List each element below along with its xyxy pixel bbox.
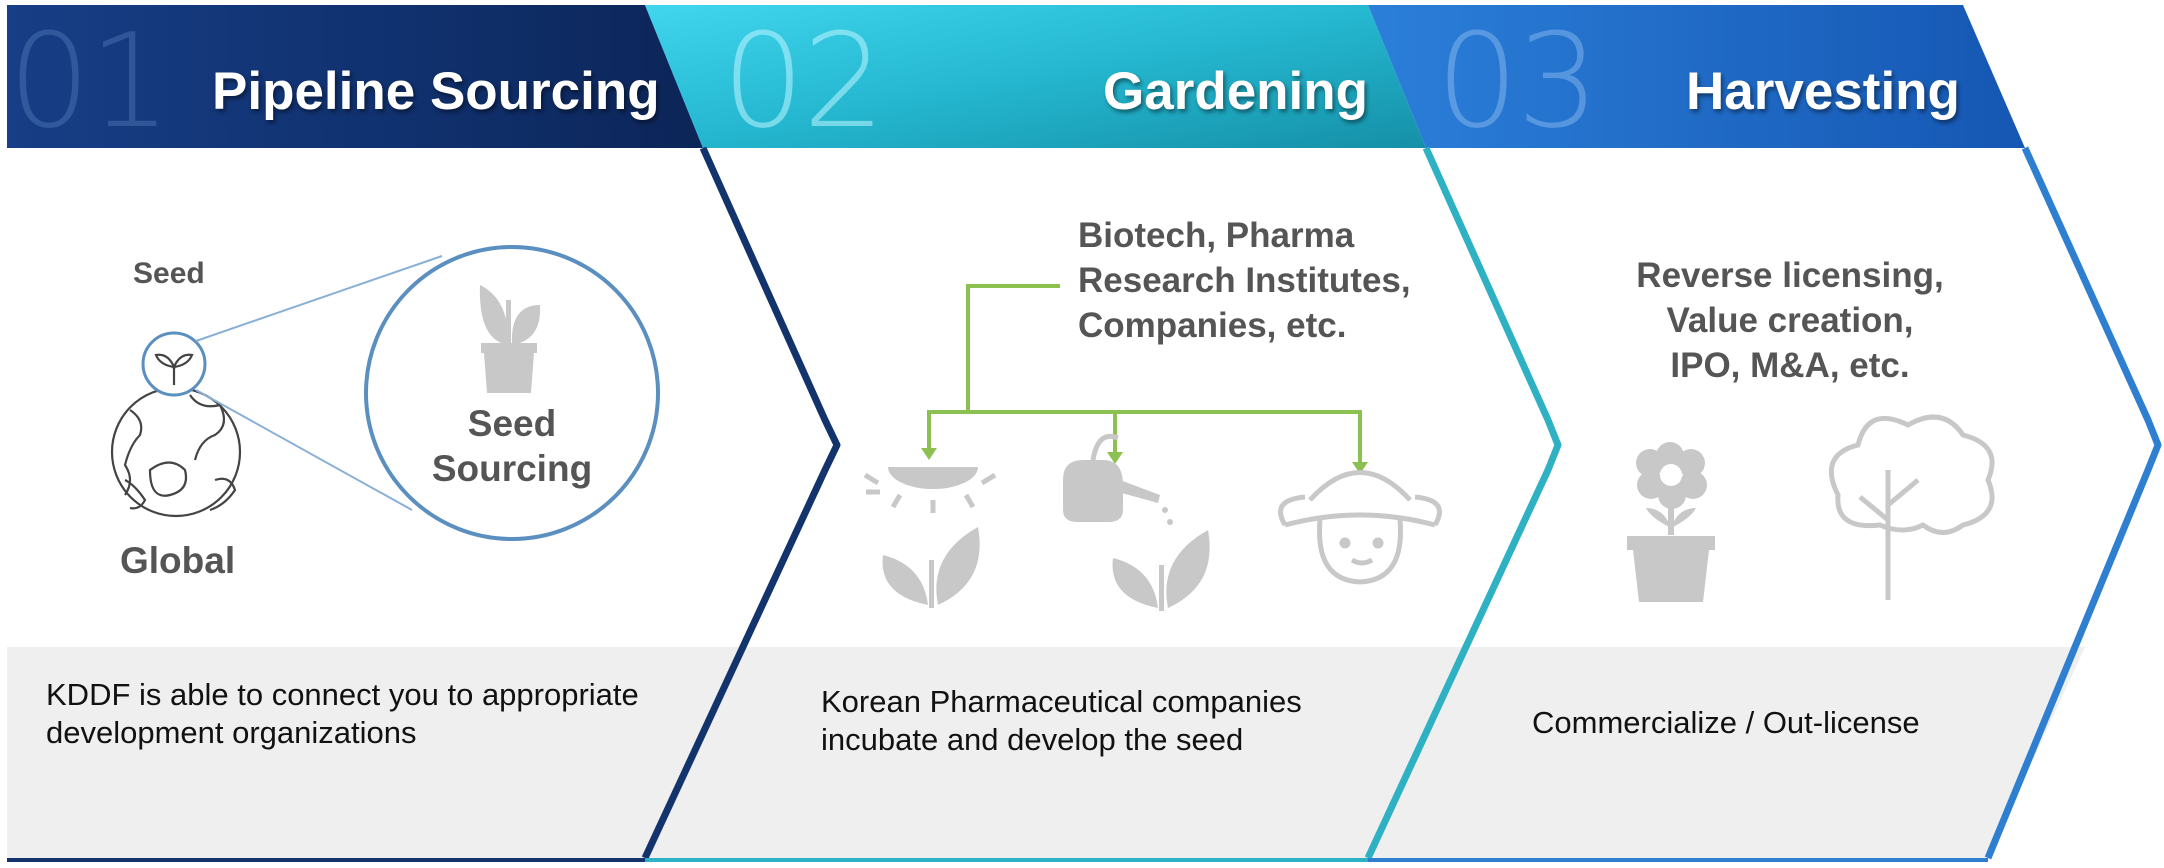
stage1-number: 01 <box>8 5 171 157</box>
stage3-number: 03 <box>1436 5 1599 157</box>
seed-sourcing-circle <box>364 245 660 541</box>
outcomes-line1: Reverse licensing, <box>1636 256 1944 295</box>
stage2-number: 02 <box>722 5 885 157</box>
magnifier-lines <box>195 255 443 511</box>
stage3-description-panel <box>1368 647 2085 858</box>
tree-icon <box>1828 414 1995 600</box>
potted-plant-icon <box>479 285 541 393</box>
sprout-icon <box>154 353 194 385</box>
stage1-title: Pipeline Sourcing <box>212 62 660 121</box>
stage1-header-band <box>7 5 703 148</box>
stage1-description-panel <box>7 647 748 858</box>
stage3-description-line1: Commercialize / Out-license <box>1532 705 1920 740</box>
flower-pot-icon <box>1627 442 1715 602</box>
seed-circle <box>141 331 207 397</box>
stage2-header-band <box>645 5 1426 148</box>
stage3-header-band <box>1368 5 2025 148</box>
stage2-description-line2: incubate and develop the seed <box>821 722 1244 757</box>
stage2-chevron-border <box>1364 146 1562 860</box>
partners-line2: Research Institutes, <box>1078 261 1411 300</box>
partners-line1: Biotech, Pharma <box>1078 216 1355 255</box>
partners-line3: Companies, etc. <box>1078 306 1347 345</box>
stage1-description-line2: development organizations <box>46 715 417 750</box>
sun-plant-icon <box>863 467 997 608</box>
global-label: Global <box>120 540 236 581</box>
stage2-description-panel <box>645 647 1471 858</box>
connector-arrowheads <box>921 448 1368 474</box>
stage3-title: Harvesting <box>1686 62 1960 121</box>
watering-plant-icon <box>1063 433 1210 611</box>
outcomes-line3: IPO, M&A, etc. <box>1670 346 1910 385</box>
globe-icon <box>110 386 242 518</box>
farmer-icon <box>1278 470 1442 585</box>
stage3-chevron-border <box>1984 146 2162 860</box>
seed-sourcing-label-line1: Seed <box>467 403 557 444</box>
stage2-description-line1: Korean Pharmaceutical companies <box>821 684 1302 719</box>
seed-label: Seed <box>133 257 205 290</box>
outcomes-line2: Value creation, <box>1666 301 1914 340</box>
partner-connector-lines <box>927 284 1362 462</box>
stage2-title: Gardening <box>1103 62 1369 121</box>
stage1-description-line1: KDDF is able to connect you to appropria… <box>46 677 639 712</box>
seed-sourcing-label-line2: Sourcing <box>431 448 593 489</box>
stage1-chevron-border <box>641 146 841 860</box>
